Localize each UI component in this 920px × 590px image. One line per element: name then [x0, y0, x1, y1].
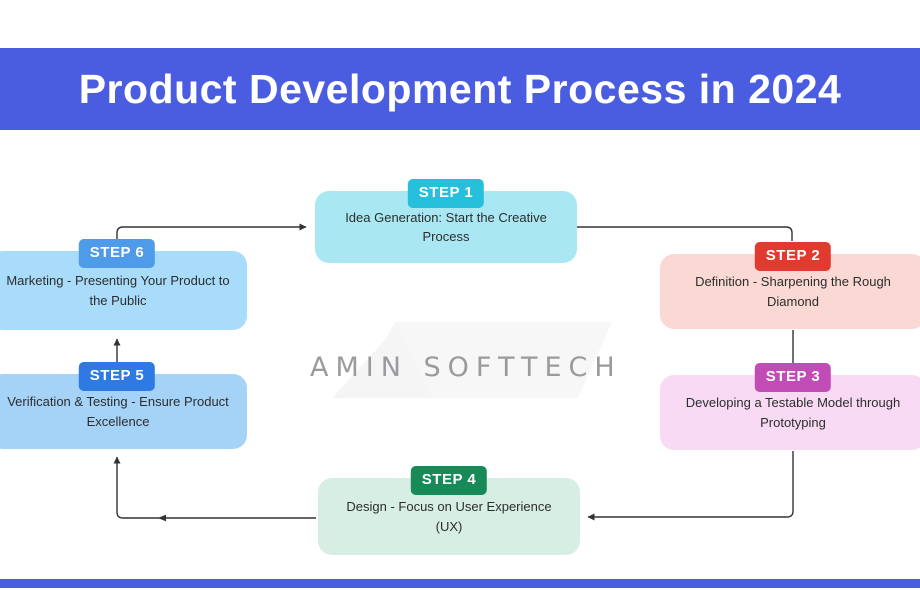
step-3-box: STEP 3 Developing a Testable Model throu… — [660, 363, 920, 450]
step-1-box: STEP 1 Idea Generation: Start the Creati… — [315, 179, 577, 263]
page-title: Product Development Process in 2024 — [78, 65, 842, 112]
mid-arrowhead — [158, 514, 166, 522]
step-2-label: Definition - Sharpening the Rough Diamon… — [695, 274, 891, 309]
step-4-badge: STEP 4 — [410, 466, 488, 495]
step-6-box: STEP 6 Marketing - Presenting Your Produ… — [0, 239, 247, 330]
step-5-badge: STEP 5 — [78, 362, 156, 391]
footer-accent-bar — [0, 579, 920, 588]
step-1-badge: STEP 1 — [407, 179, 485, 208]
step-2-badge: STEP 2 — [754, 242, 832, 271]
step-3-label: Developing a Testable Model through Prot… — [685, 395, 901, 430]
step-6-badge: STEP 6 — [78, 239, 156, 268]
step-6-label: Marketing - Presenting Your Product to t… — [6, 273, 230, 308]
header-banner: Product Development Process in 2024 — [0, 48, 920, 130]
step-4-label: Design - Focus on User Experience (UX) — [346, 499, 552, 534]
watermark-text: AMIN SOFTTECH — [310, 352, 622, 383]
connector-step3-to-step4 — [587, 451, 794, 521]
step-2-box: STEP 2 Definition - Sharpening the Rough… — [660, 242, 920, 329]
step-3-badge: STEP 3 — [754, 363, 832, 392]
connector-step1-to-step2 — [577, 226, 793, 241]
step-5-label: Verification & Testing - Ensure Product … — [7, 394, 229, 429]
step-4-box: STEP 4 Design - Focus on User Experience… — [318, 466, 580, 555]
step-1-label: Idea Generation: Start the Creative Proc… — [345, 209, 547, 245]
step-5-box: STEP 5 Verification & Testing - Ensure P… — [0, 362, 247, 449]
connector-step4-to-step5 — [113, 456, 316, 519]
